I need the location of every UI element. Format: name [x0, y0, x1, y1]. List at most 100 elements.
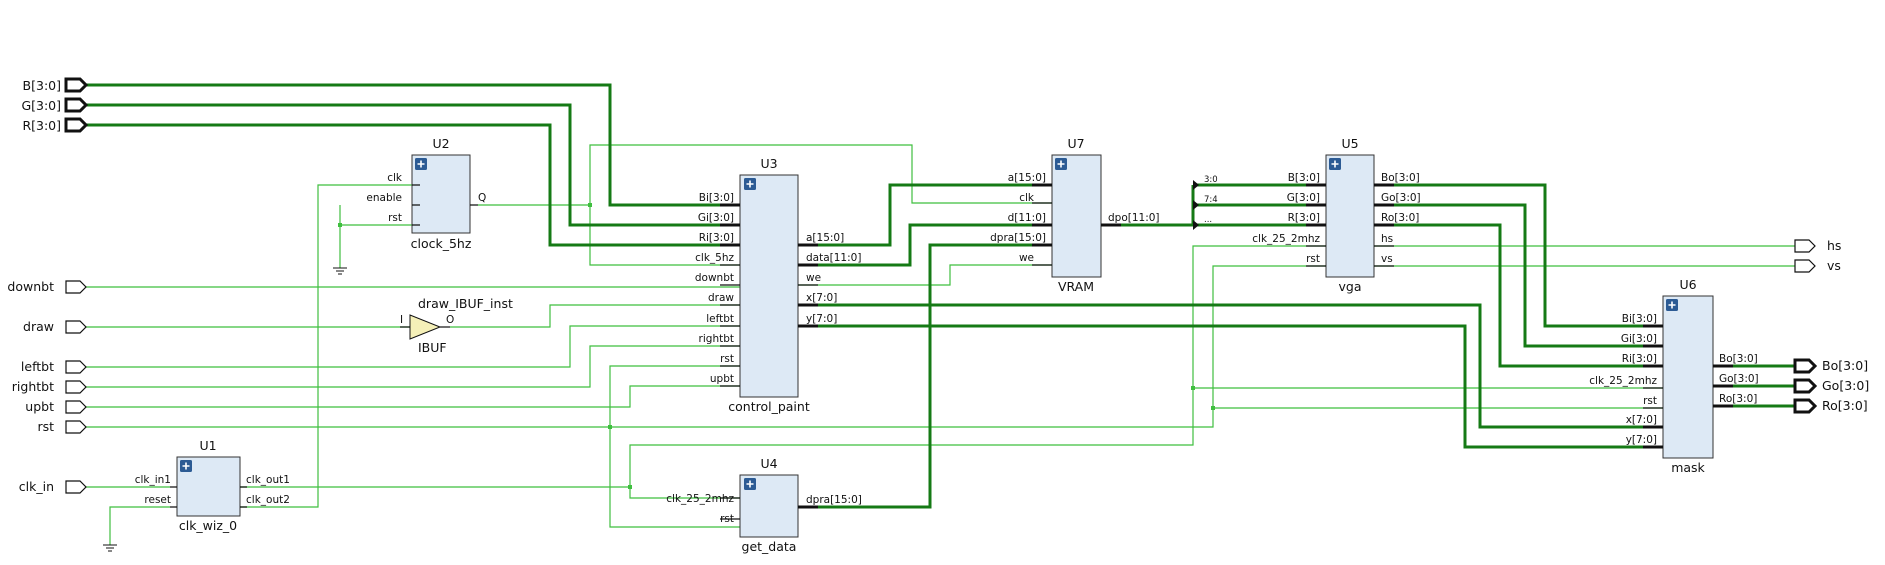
pin-label: R[3:0] — [1288, 212, 1320, 224]
port-downbt[interactable]: downbt — [7, 279, 87, 294]
pin-label: Bi[3:0] — [1622, 313, 1657, 325]
block-module-label: VRAM — [1058, 279, 1094, 294]
pin-label: B[3:0] — [1288, 172, 1320, 184]
block-instance-label: U6 — [1679, 277, 1696, 292]
block-instance-label: U3 — [760, 156, 777, 171]
port-Ro[interactable]: Ro[3:0] — [1793, 398, 1868, 414]
port-rst[interactable]: rst — [37, 419, 87, 434]
pin-label: clk_out1 — [246, 474, 290, 486]
block-module-label: clk_wiz_0 — [179, 518, 237, 533]
pin-label: rightbt — [699, 333, 734, 345]
pin-label: enable — [366, 192, 402, 204]
pin-label: clk_25_2mhz — [1589, 375, 1657, 387]
junction-dots — [338, 203, 1215, 489]
port-label: vs — [1827, 258, 1841, 273]
block-U4[interactable]: U4 get_data clk_25_2mhz rst dpra[15:0] — [666, 456, 862, 554]
pin-label: draw — [708, 292, 734, 304]
block-module-label: control_paint — [728, 399, 810, 414]
pin-label: dpra[15:0] — [990, 232, 1046, 244]
plus-square-icon[interactable] — [180, 460, 192, 472]
pin-label: Q — [478, 192, 486, 204]
block-U6[interactable]: U6 mask Bi[3:0] Gi[3:0] Ri[3:0] clk_25_2… — [1589, 277, 1758, 475]
bus-ripper: 3:0 7:4 ... — [1193, 175, 1218, 230]
block-U2[interactable]: U2 clock_5hz clk enable rst Q — [366, 136, 486, 251]
pin-label: clk_25_2mhz — [1252, 233, 1320, 245]
port-B[interactable]: B[3:0] — [23, 77, 89, 93]
block-U5[interactable]: U5 vga B[3:0] G[3:0] R[3:0] clk_25_2mhz … — [1252, 136, 1420, 294]
port-label: draw — [23, 319, 54, 334]
pin-label: rst — [388, 212, 402, 224]
pin-label: downbt — [695, 272, 734, 284]
block-instance-label: U1 — [199, 438, 216, 453]
pin-label: Ro[3:0] — [1719, 393, 1757, 405]
pin-label: rst — [720, 513, 734, 525]
pin-label: G[3:0] — [1287, 192, 1320, 204]
pin-label: hs — [1381, 233, 1393, 245]
pin-label: Go[3:0] — [1719, 373, 1759, 385]
port-leftbt[interactable]: leftbt — [21, 359, 87, 374]
block-instance-label: U7 — [1067, 136, 1084, 151]
pin-label: clk_5hz — [695, 252, 734, 264]
port-hs[interactable]: hs — [1794, 238, 1841, 253]
ripper-label: 7:4 — [1204, 195, 1218, 205]
pin-label: reset — [144, 494, 171, 506]
port-label: rightbt — [12, 379, 54, 394]
pin-label: Ri[3:0] — [1622, 353, 1657, 365]
block-instance-label: U5 — [1341, 136, 1358, 151]
pin-label: Bo[3:0] — [1719, 353, 1758, 365]
block-module-label: vga — [1339, 279, 1362, 294]
ground-icon — [333, 267, 347, 275]
pin-label: upbt — [710, 373, 734, 385]
block-module-label: clock_5hz — [411, 236, 472, 251]
port-Go[interactable]: Go[3:0] — [1793, 378, 1869, 394]
pin-label: leftbt — [706, 313, 734, 325]
port-rightbt[interactable]: rightbt — [12, 379, 87, 394]
port-upbt[interactable]: upbt — [25, 399, 87, 414]
port-vs[interactable]: vs — [1794, 258, 1841, 273]
pin-label: clk_in1 — [135, 474, 171, 486]
plus-square-icon[interactable] — [744, 478, 756, 490]
block-module-label: get_data — [742, 539, 797, 554]
port-label: downbt — [7, 279, 54, 294]
port-G[interactable]: G[3:0] — [21, 97, 89, 113]
pin-label: d[11:0] — [1008, 212, 1046, 224]
ibuf-draw[interactable]: I O draw_IBUF_inst IBUF — [400, 296, 513, 355]
ripper-label: 3:0 — [1204, 175, 1218, 185]
block-U1[interactable]: U1 clk_wiz_0 clk_in1 reset clk_out1 clk_… — [135, 438, 290, 533]
plus-square-icon[interactable] — [744, 178, 756, 190]
thin-wires — [86, 144, 1795, 545]
pin-label: clk — [1019, 192, 1035, 204]
ibuf-type: IBUF — [418, 340, 447, 355]
port-Bo[interactable]: Bo[3:0] — [1793, 358, 1868, 374]
port-clk_in[interactable]: clk_in — [19, 479, 87, 494]
pin-label: Gi[3:0] — [698, 212, 734, 224]
pin-label: clk — [387, 172, 403, 184]
pin-label: rst — [1306, 253, 1320, 265]
port-label: hs — [1827, 238, 1841, 253]
pin-label: dpra[15:0] — [806, 494, 862, 506]
pin-label: y[7:0] — [1626, 434, 1657, 446]
pin-label: x[7:0] — [806, 292, 837, 304]
port-R[interactable]: R[3:0] — [22, 117, 89, 133]
buffer-triangle-icon — [409, 314, 442, 340]
plus-square-icon[interactable] — [1666, 299, 1678, 311]
pin-label: clk_out2 — [246, 494, 290, 506]
plus-square-icon[interactable] — [1329, 158, 1341, 170]
block-U3[interactable]: U3 control_paint Bi[3:0] Gi[3:0] Ri[3:0]… — [695, 156, 862, 414]
block-U7[interactable]: U7 VRAM a[15:0] clk d[11:0] dpra[15:0] w… — [990, 136, 1159, 294]
port-label: G[3:0] — [21, 98, 61, 113]
ripper-label: ... — [1204, 215, 1212, 225]
bus-wires — [86, 83, 1795, 509]
ibuf-instance: draw_IBUF_inst — [418, 296, 513, 311]
pin-label: Ro[3:0] — [1381, 212, 1419, 224]
plus-square-icon[interactable] — [1055, 158, 1067, 170]
pin-label: rst — [1643, 395, 1657, 407]
port-label: Ro[3:0] — [1822, 398, 1868, 413]
pin-label: y[7:0] — [806, 313, 837, 325]
block-instance-label: U4 — [760, 456, 777, 471]
pin-label: we — [806, 272, 821, 284]
plus-square-icon[interactable] — [415, 158, 427, 170]
ibuf-pin-in: I — [400, 314, 403, 326]
port-draw[interactable]: draw — [23, 319, 87, 334]
